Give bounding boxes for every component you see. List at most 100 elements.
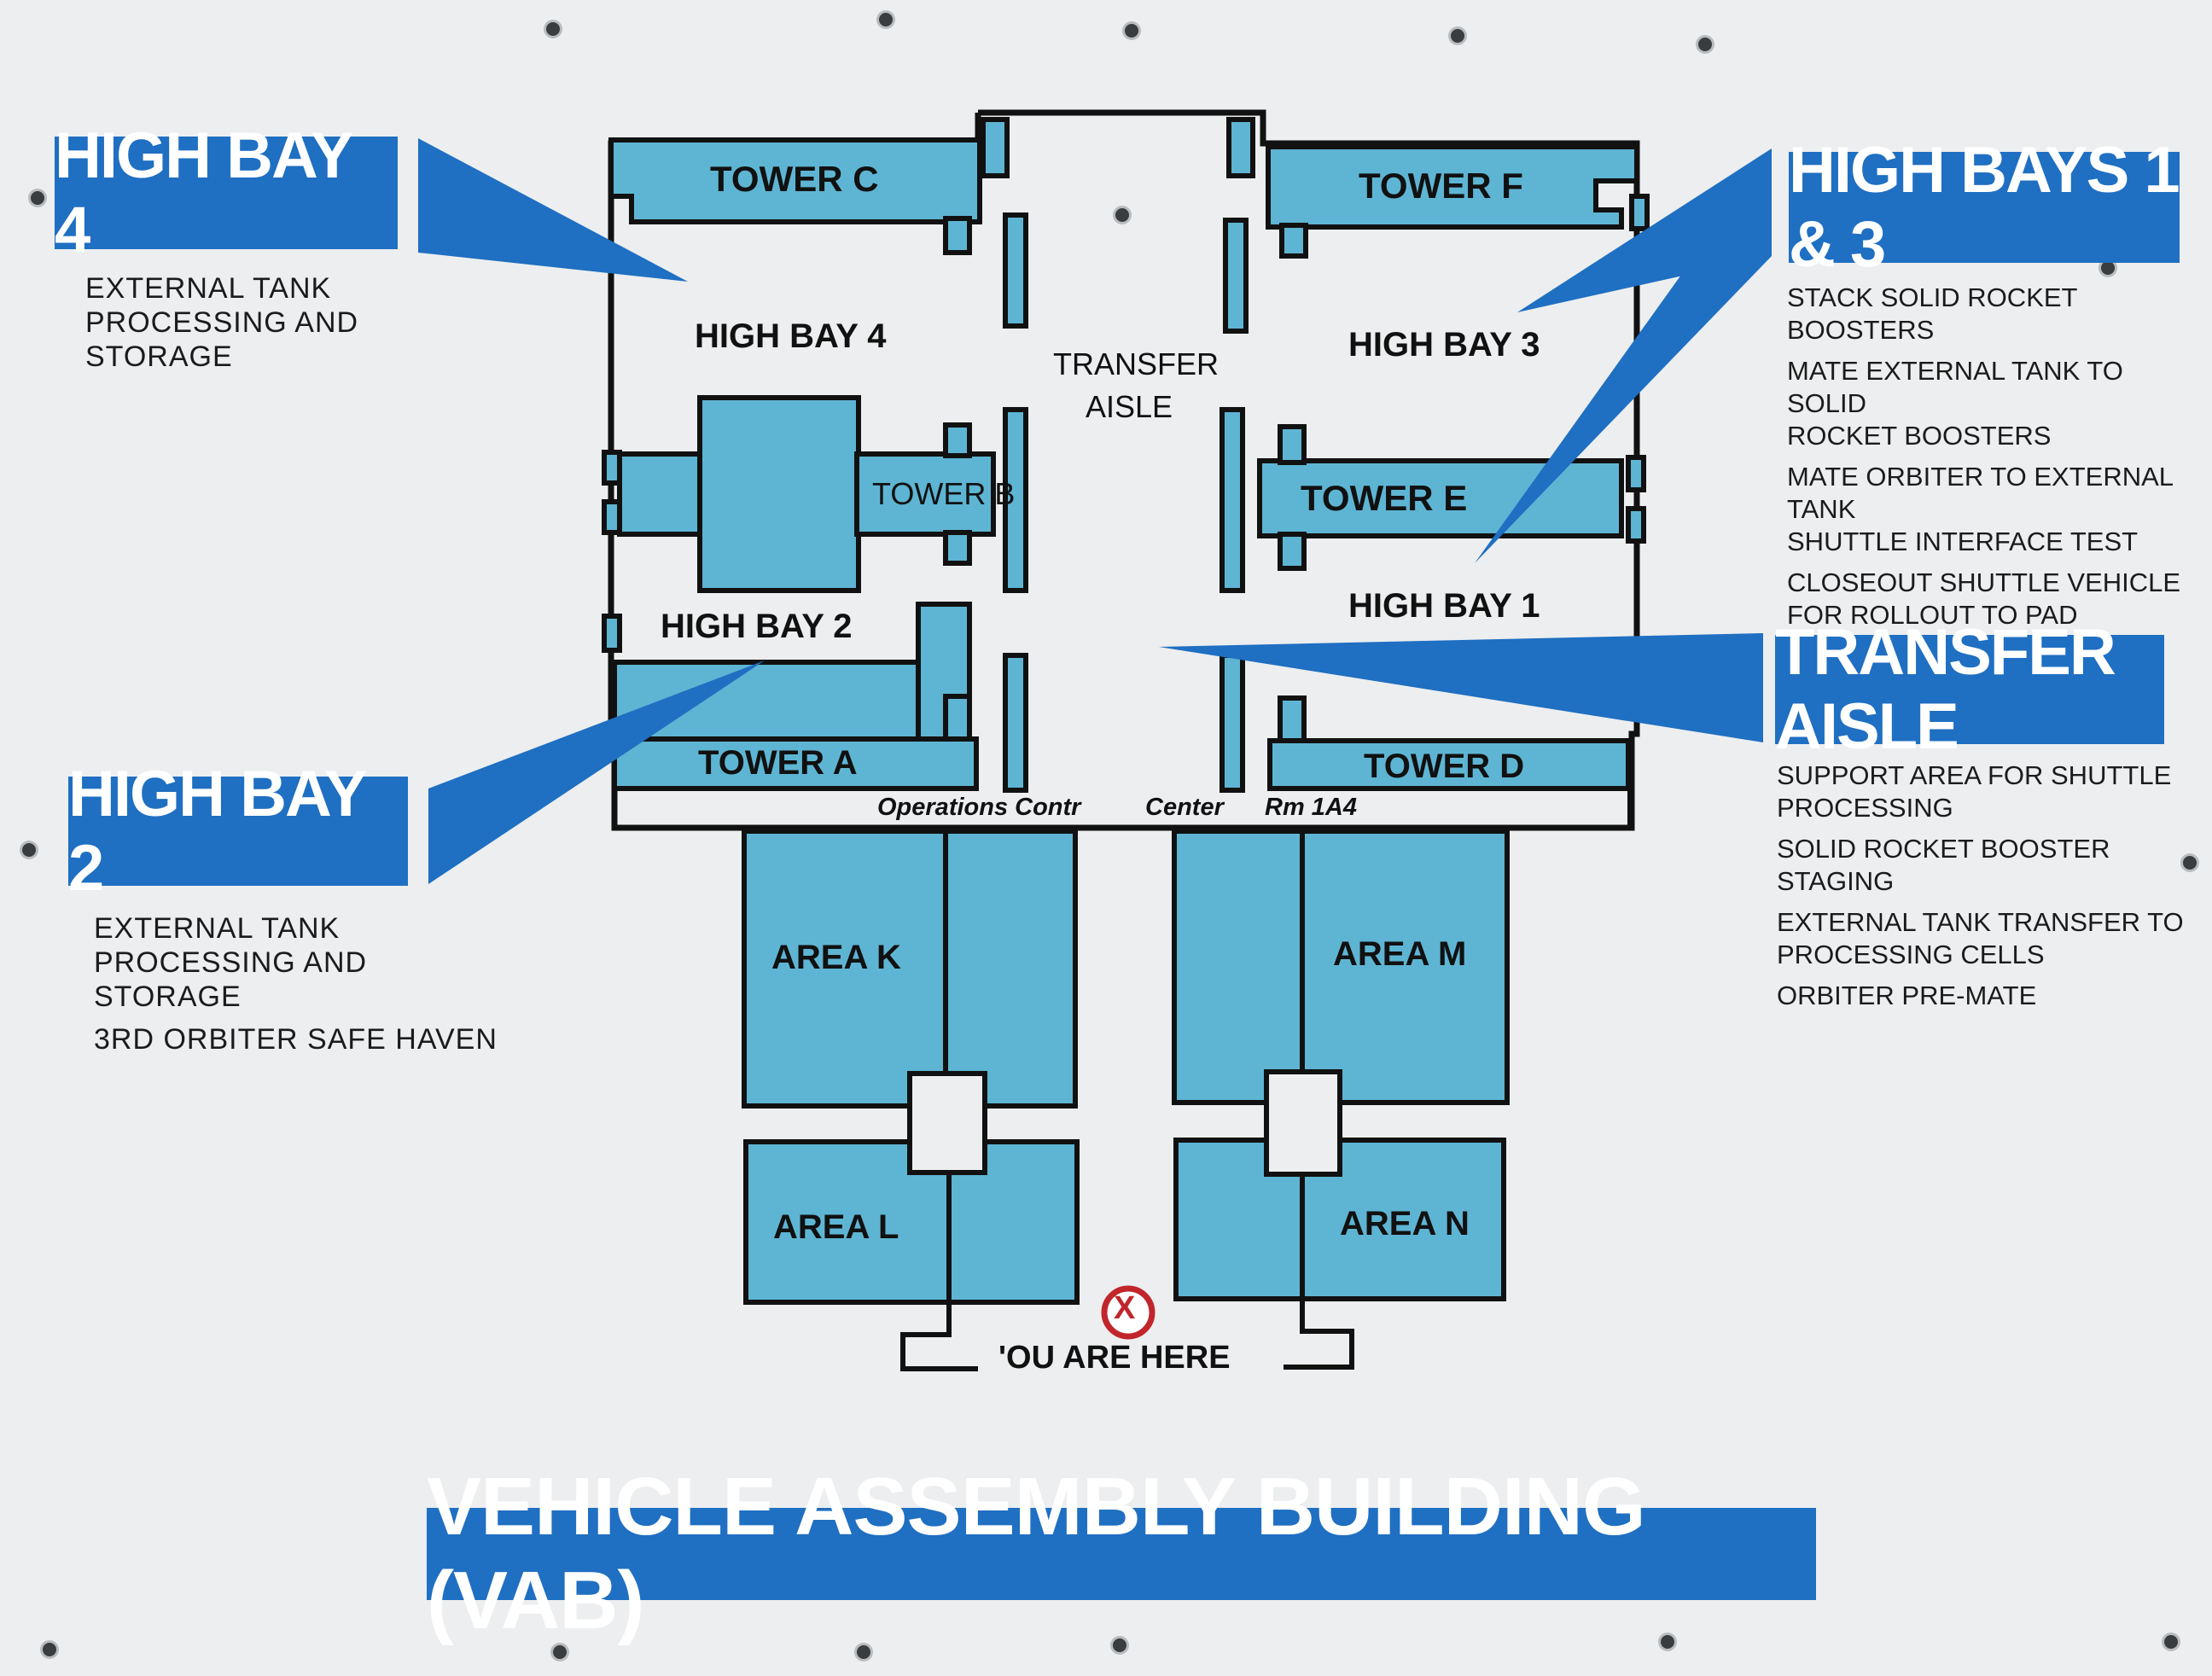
callout-wedge-high-bay-4 bbox=[418, 138, 688, 282]
aisle-post bbox=[1223, 218, 1249, 334]
tower-b-label: TOWER B bbox=[872, 476, 1016, 511]
high-bay-1-label: HIGH BAY 1 bbox=[1348, 587, 1540, 625]
tower-c-peg bbox=[943, 216, 972, 255]
description-line: EXTERNAL TANK PROCESSING AND STORAGE bbox=[85, 272, 359, 373]
transfer-aisle-label-line2: AISLE bbox=[1086, 389, 1173, 424]
tower-a-label: TOWER A bbox=[698, 744, 858, 782]
tower-b-left-arm bbox=[617, 451, 704, 537]
area-l-label: AREA L bbox=[773, 1208, 899, 1246]
description-line: CLOSEOUT SHUTTLE VEHICLE FOR ROLLOUT TO … bbox=[1787, 567, 2181, 630]
tower-b-peg bbox=[943, 530, 972, 566]
screw-icon bbox=[22, 843, 36, 857]
area-m-left bbox=[1172, 829, 1305, 1105]
tower-e-peg bbox=[1278, 532, 1307, 571]
high-bay-2-description: EXTERNAL TANK PROCESSING AND STORAGE 3RD… bbox=[94, 911, 538, 1065]
you-are-here-marker-icon bbox=[1101, 1285, 1155, 1340]
description-line: MATE ORBITER TO EXTERNAL TANK SHUTTLE IN… bbox=[1787, 462, 2173, 556]
screw-icon bbox=[2183, 856, 2197, 870]
screw-icon bbox=[2101, 261, 2115, 275]
high-bay-2-label: HIGH BAY 2 bbox=[661, 608, 853, 645]
you-are-here-label: 'OU ARE HERE bbox=[998, 1340, 1231, 1376]
tower-f-shape bbox=[1266, 144, 1639, 230]
heading-high-bays-1-3: HIGH BAYS 1 & 3 bbox=[1789, 134, 2180, 281]
aisle-post bbox=[1003, 212, 1028, 329]
description-line: ORBITER PRE-MATE bbox=[1777, 981, 2037, 1010]
high-bay-4-description: EXTERNAL TANK PROCESSING AND STORAGE bbox=[85, 271, 444, 382]
high-bay-4-label: HIGH BAY 4 bbox=[695, 317, 887, 355]
wall-peg bbox=[1626, 506, 1646, 544]
area-k-label: AREA K bbox=[771, 939, 901, 976]
heading-high-bay-4: HIGH BAY 4 bbox=[55, 119, 398, 266]
ops-band bbox=[612, 789, 1633, 830]
area-connector bbox=[907, 1071, 987, 1175]
aisle-post bbox=[1003, 653, 1028, 793]
wall-peg bbox=[1629, 194, 1650, 231]
description-line: STACK SOLID ROCKET BOOSTERS bbox=[1787, 282, 2077, 345]
aisle-post bbox=[1220, 653, 1245, 793]
entry-path-left bbox=[900, 1302, 978, 1371]
you-are-here-x-glyph: X bbox=[1114, 1290, 1136, 1326]
screw-icon bbox=[1661, 1635, 1674, 1649]
tower-a-shape bbox=[612, 736, 979, 791]
screw-icon bbox=[879, 13, 893, 26]
screw-icon bbox=[553, 1645, 567, 1659]
tower-e-peg bbox=[1278, 424, 1307, 465]
screw-icon bbox=[2164, 1635, 2178, 1649]
screw-icon bbox=[1451, 29, 1464, 43]
high-bays-1-3-description: STACK SOLID ROCKET BOOSTERS MATE EXTERNA… bbox=[1787, 282, 2205, 640]
screw-icon bbox=[43, 1643, 56, 1656]
tower-d-shape bbox=[1267, 738, 1631, 791]
description-line: EXTERNAL TANK PROCESSING AND STORAGE bbox=[94, 912, 368, 1013]
screw-icon bbox=[857, 1645, 870, 1659]
tower-c-shape bbox=[608, 137, 982, 224]
tower-c-label: TOWER C bbox=[710, 159, 879, 199]
screw-icon bbox=[1113, 1638, 1126, 1652]
description-line: EXTERNAL TANK TRANSFER TO PROCESSING CEL… bbox=[1777, 907, 2184, 969]
transfer-aisle-label-line1: TRANSFER bbox=[1053, 346, 1220, 381]
tower-b-peg bbox=[943, 422, 972, 458]
description-line: SOLID ROCKET BOOSTER STAGING bbox=[1777, 834, 2110, 896]
screw-icon bbox=[1698, 38, 1712, 51]
heading-high-bay-2: HIGH BAY 2 bbox=[68, 758, 408, 905]
callout-wedge-transfer-aisle bbox=[1159, 633, 1763, 742]
area-k-left bbox=[742, 829, 948, 1109]
wall-peg bbox=[981, 117, 1010, 178]
wall-peg bbox=[602, 450, 622, 486]
tower-e-label: TOWER E bbox=[1301, 478, 1468, 518]
wall-peg bbox=[602, 614, 622, 653]
tower-b-arm bbox=[854, 451, 996, 537]
ops-control-label-part3: Rm 1A4 bbox=[1265, 794, 1357, 821]
tower-f-peg bbox=[1279, 223, 1308, 259]
screw-icon bbox=[31, 191, 44, 205]
heading-transfer-aisle: TRANSFER AISLE bbox=[1775, 616, 2164, 763]
tower-a-peg bbox=[943, 694, 972, 742]
area-m-label: AREA M bbox=[1333, 935, 1467, 973]
description-line: 3RD ORBITER SAFE HAVEN bbox=[94, 1023, 498, 1056]
entry-path-right bbox=[1284, 1299, 1354, 1370]
area-connector bbox=[1264, 1069, 1342, 1177]
callout-wedge-high-bays-1-3-lower bbox=[1475, 148, 1772, 563]
aisle-post bbox=[1220, 407, 1245, 593]
area-k-right bbox=[943, 829, 1078, 1109]
footer-title-banner: VEHICLE ASSEMBLY BUILDING (VAB) bbox=[427, 1461, 1816, 1646]
high-bay-3-label: HIGH BAY 3 bbox=[1348, 326, 1540, 364]
screw-icon bbox=[1115, 208, 1129, 222]
callout-wedge-high-bay-2 bbox=[428, 661, 765, 884]
ops-control-label-part1: Operations Contr bbox=[877, 794, 1081, 821]
area-m-right bbox=[1300, 829, 1510, 1105]
tower-d-label: TOWER D bbox=[1364, 748, 1525, 785]
screw-icon bbox=[546, 22, 560, 36]
aisle-post bbox=[1003, 407, 1028, 593]
wall-peg bbox=[1626, 455, 1646, 492]
description-line: SUPPORT AREA FOR SHUTTLE PROCESSING bbox=[1777, 760, 2172, 823]
wall-peg bbox=[1226, 117, 1255, 178]
description-line: MATE EXTERNAL TANK TO SOLID ROCKET BOOST… bbox=[1787, 356, 2123, 451]
wall-peg bbox=[602, 499, 622, 535]
callout-wedge-high-bays-1-3-upper bbox=[1517, 148, 1772, 312]
tower-d-peg bbox=[1278, 695, 1307, 743]
screw-icon bbox=[1125, 24, 1138, 38]
tower-b-block bbox=[697, 395, 861, 593]
transfer-aisle-description: SUPPORT AREA FOR SHUTTLE PROCESSING SOLI… bbox=[1777, 759, 2203, 1021]
